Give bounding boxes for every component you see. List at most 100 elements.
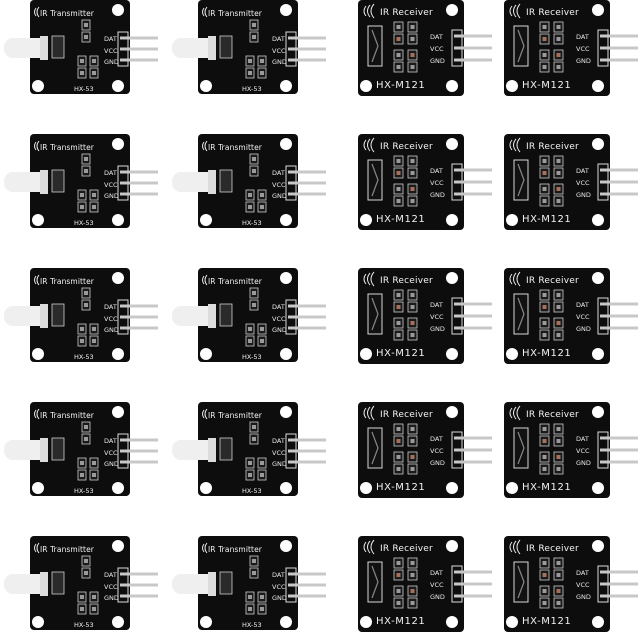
- ir-led: [4, 172, 48, 192]
- pin-label: VCC: [272, 181, 286, 189]
- header-pin: [120, 326, 158, 330]
- mounting-hole: [112, 616, 124, 628]
- pcb-board: [198, 402, 298, 496]
- module-title: IR Transmitter: [208, 9, 262, 18]
- header-pin: [454, 302, 492, 306]
- led-holder: [51, 437, 65, 461]
- ir-receiver-sensor: [513, 159, 529, 201]
- pcb-board: [198, 134, 298, 228]
- ir-receiver-sensor: [367, 159, 383, 201]
- pcb-board: [30, 268, 130, 362]
- ir-led: [4, 38, 48, 58]
- pin-label: VCC: [430, 179, 444, 187]
- module-title: IR Receiver: [526, 8, 579, 18]
- signal-wave-icon: [513, 272, 517, 286]
- model-label: HX-M121: [522, 348, 572, 359]
- module-title: IR Transmitter: [208, 411, 262, 420]
- header-pin: [120, 181, 158, 185]
- ir-led-rim: [40, 304, 48, 328]
- pin-label: GND: [272, 58, 287, 66]
- pcb-board: [30, 0, 130, 94]
- header-pin: [288, 192, 326, 196]
- mounting-hole: [360, 214, 372, 226]
- pin-label: GND: [272, 460, 287, 468]
- signal-wave-icon: [34, 409, 37, 419]
- signal-wave-icon: [367, 4, 371, 18]
- header-pin: [454, 192, 492, 196]
- signal-wave-icon: [367, 406, 371, 420]
- signal-wave-icon: [204, 274, 208, 286]
- mounting-hole: [592, 406, 604, 418]
- pin-label: GND: [104, 58, 119, 66]
- ir-led-rim: [208, 170, 216, 194]
- mounting-hole: [112, 4, 124, 16]
- pin-label: DAT: [430, 33, 443, 41]
- header-pin: [600, 460, 638, 464]
- mounting-hole: [112, 406, 124, 418]
- signal-wave-icon: [509, 407, 513, 419]
- ir-led: [172, 574, 216, 594]
- header-pin: [454, 46, 492, 50]
- pin-label: GND: [430, 593, 445, 601]
- pin-label: DAT: [104, 571, 117, 579]
- model-label: HX-M121: [376, 482, 426, 493]
- ir-receiver-sensor: [513, 427, 529, 469]
- signal-wave-icon: [204, 140, 208, 152]
- mounting-hole: [32, 482, 44, 494]
- module-title: IR Transmitter: [208, 277, 262, 286]
- ir-receiver-sensor: [513, 561, 529, 603]
- header-pin: [454, 168, 492, 172]
- pin-label: DAT: [272, 303, 285, 311]
- pin-label: DAT: [104, 437, 117, 445]
- led-holder: [219, 35, 233, 59]
- header-pin: [600, 448, 638, 452]
- model-label: HX-53: [242, 85, 262, 93]
- signal-wave-icon: [363, 407, 367, 419]
- mounting-hole: [112, 80, 124, 92]
- pin-label: VCC: [104, 181, 118, 189]
- signal-wave-icon: [36, 542, 40, 554]
- header-pin: [600, 436, 638, 440]
- pin-label: GND: [104, 326, 119, 334]
- mounting-hole: [446, 272, 458, 284]
- signal-wave-icon: [509, 139, 513, 151]
- model-label: HX-M121: [376, 214, 426, 225]
- mounting-hole: [592, 4, 604, 16]
- pin-label: VCC: [272, 47, 286, 55]
- signal-wave-icon: [367, 540, 371, 554]
- pcb-board: [504, 0, 610, 96]
- pin-label: GND: [576, 325, 591, 333]
- pin-label: GND: [430, 325, 445, 333]
- header-pin: [600, 34, 638, 38]
- module-title: IR Receiver: [526, 276, 579, 286]
- signal-wave-icon: [204, 6, 208, 18]
- header-pin: [454, 448, 492, 452]
- header-pin: [600, 58, 638, 62]
- model-label: HX-M121: [522, 80, 572, 91]
- model-label: HX-M121: [522, 482, 572, 493]
- model-label: HX-M121: [376, 616, 426, 627]
- signal-wave-icon: [513, 4, 517, 18]
- mounting-hole: [200, 482, 212, 494]
- module-title: IR Receiver: [380, 410, 433, 420]
- pin-label: GND: [104, 460, 119, 468]
- header-pin: [600, 314, 638, 318]
- pin-label: VCC: [104, 583, 118, 591]
- header-pin: [454, 594, 492, 598]
- header-pin: [288, 170, 326, 174]
- signal-wave-icon: [516, 405, 521, 421]
- mounting-hole: [446, 138, 458, 150]
- pin-label: DAT: [104, 169, 117, 177]
- pin-label: VCC: [430, 313, 444, 321]
- module-title: IR Receiver: [526, 544, 579, 554]
- signal-wave-icon: [34, 543, 37, 553]
